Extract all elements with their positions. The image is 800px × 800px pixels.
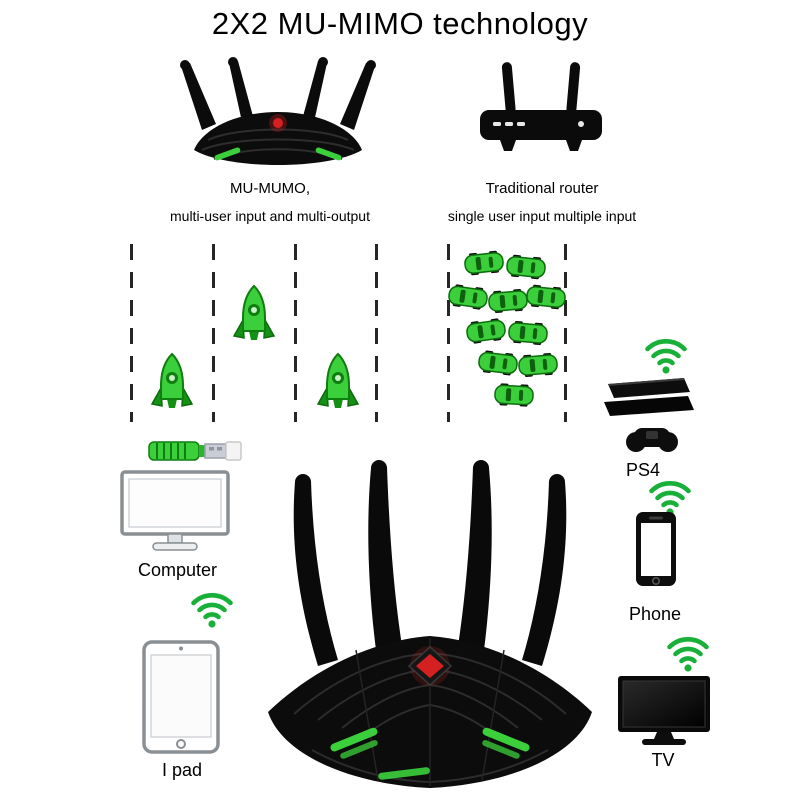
car-icon [464,316,508,346]
lane-divider [212,244,215,422]
traditional-traffic-jam-diagram [440,244,572,422]
car-icon [477,349,519,377]
tv-label: TV [651,750,675,770]
rocket-icon [151,353,193,409]
traditional-subheading: single user input multiple input [447,208,637,224]
traditional-caption: Traditional router single user input mul… [412,180,672,224]
traditional-router-icon [480,62,602,151]
mumimo-subheading: multi-user input and multi-output [170,208,370,224]
car-icon [505,253,547,281]
page-title: 2X2 MU-MIMO technology [211,6,589,41]
wifi-signal-icon [188,592,236,630]
car-icon [463,249,505,277]
gaming-router-hero-icon [268,460,592,788]
computer-label: Computer [137,560,218,580]
tablet-icon [142,640,220,754]
car-icon [525,283,567,311]
lane-divider [564,244,567,422]
mumimo-lanes-diagram [130,244,378,422]
phone-icon [636,512,676,586]
phone-label: Phone [628,604,682,624]
mumimo-heading: MU-MUMO, [230,180,310,197]
gaming-router-icon [180,57,376,165]
computer-monitor-icon [120,470,230,551]
wifi-signal-icon [642,338,690,376]
ps4-console-icon [604,378,694,452]
traditional-heading: Traditional router [485,180,599,197]
lane-divider [375,244,378,422]
ps4-label: PS4 [625,460,661,480]
lane-divider [294,244,297,422]
car-icon [507,319,549,347]
lane-divider [130,244,133,422]
usb-wifi-adapter-icon [148,441,242,461]
rocket-icon [233,285,275,341]
lane-divider [447,244,450,422]
car-icon [493,382,535,408]
tv-icon [618,676,710,745]
ipad-label: I pad [161,760,203,780]
car-icon [517,351,559,379]
car-icon [446,282,490,312]
wifi-signal-icon [664,636,712,674]
car-icon [487,287,529,315]
rocket-icon [317,353,359,409]
mumimo-caption: MU-MUMO, multi-user input and multi-outp… [115,180,425,224]
